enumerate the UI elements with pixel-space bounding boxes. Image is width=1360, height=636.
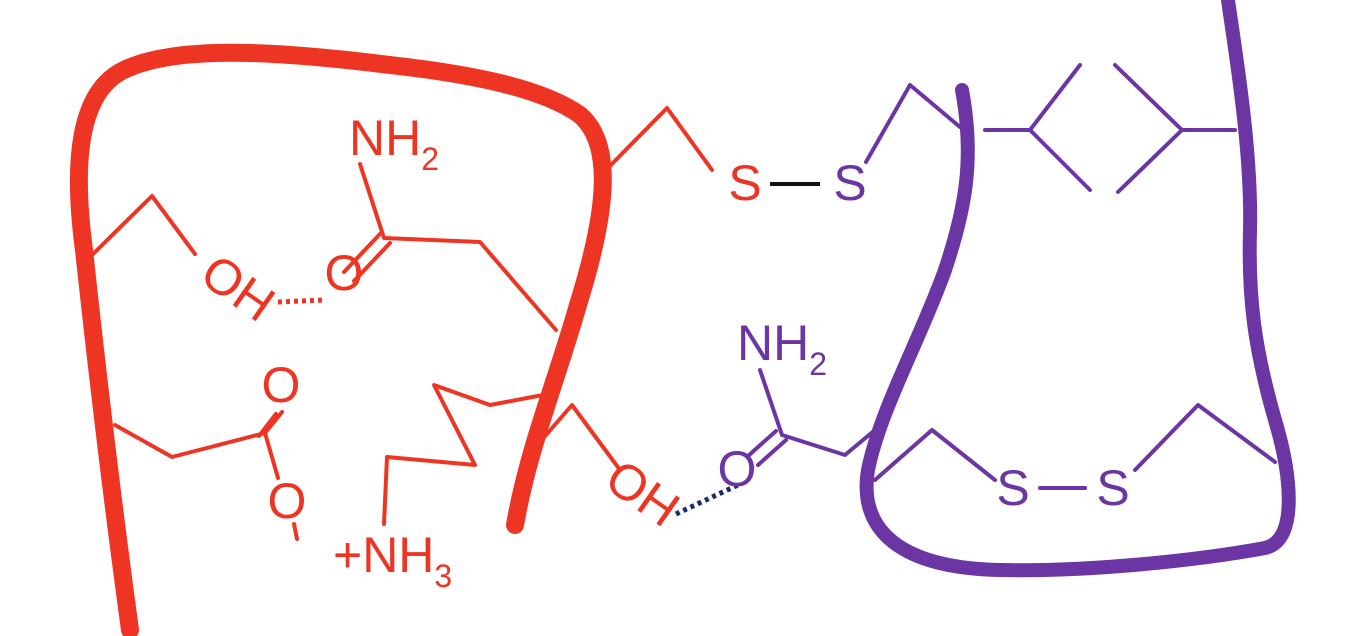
- serine-upper-bonds: [90, 194, 197, 257]
- cysteine-intra-right-bonds: [1133, 403, 1277, 472]
- purple-side-chains: [746, 63, 1277, 490]
- hydrogen-bond-lower: [674, 481, 742, 517]
- nh2-purple-label: NH2: [737, 315, 827, 382]
- asparagine-purple-bonds: [758, 368, 877, 457]
- purple-backbone: [859, 0, 1296, 578]
- purple-carbonyl-double-bond-a: [746, 429, 778, 458]
- cysteine-intra-left-bonds: [873, 428, 997, 482]
- serine-lower-bonds: [531, 403, 622, 472]
- o-carboxyl-top-label: O: [262, 357, 301, 413]
- o-carbonyl-red-label: O: [325, 245, 364, 301]
- carbonyl-double-bond-b: [352, 241, 392, 283]
- s-right-purple-label: S: [1096, 460, 1129, 516]
- aspartate-bonds: [113, 410, 284, 459]
- nh3-label: +NH3: [333, 527, 452, 594]
- hydrogen-bond-upper: [277, 297, 325, 305]
- carbonyl-double-bond-a: [342, 232, 382, 274]
- carboxyl-c-o-minus-bond: [263, 431, 280, 480]
- asparagine-upper-bonds: [358, 162, 558, 332]
- s-purple-label: S: [833, 155, 866, 211]
- linker-diamond-left: [1028, 63, 1092, 192]
- o-carboxyl-bottom-label: O: [268, 473, 307, 529]
- o-carbonyl-purple-label: O: [718, 441, 757, 497]
- cysteine-red-bonds: [604, 106, 714, 172]
- carboxyl-minus-tick: [292, 522, 299, 541]
- lysine-bonds: [382, 383, 545, 526]
- red-backbone: [69, 43, 612, 636]
- purple-carbonyl-double-bond-b: [756, 438, 788, 467]
- s-red-label: S: [728, 155, 761, 211]
- linker-diamond-right: [1113, 63, 1184, 194]
- carboxyl-double-bond-a: [257, 412, 278, 438]
- s-left-purple-label: S: [996, 460, 1029, 516]
- red-side-chains: [90, 106, 714, 541]
- nh2-red-label: NH2: [349, 110, 439, 177]
- oh-lower-label: OH: [596, 449, 690, 538]
- cysteine-purple-bonds: [864, 83, 962, 164]
- oh-upper-label: OH: [191, 244, 285, 333]
